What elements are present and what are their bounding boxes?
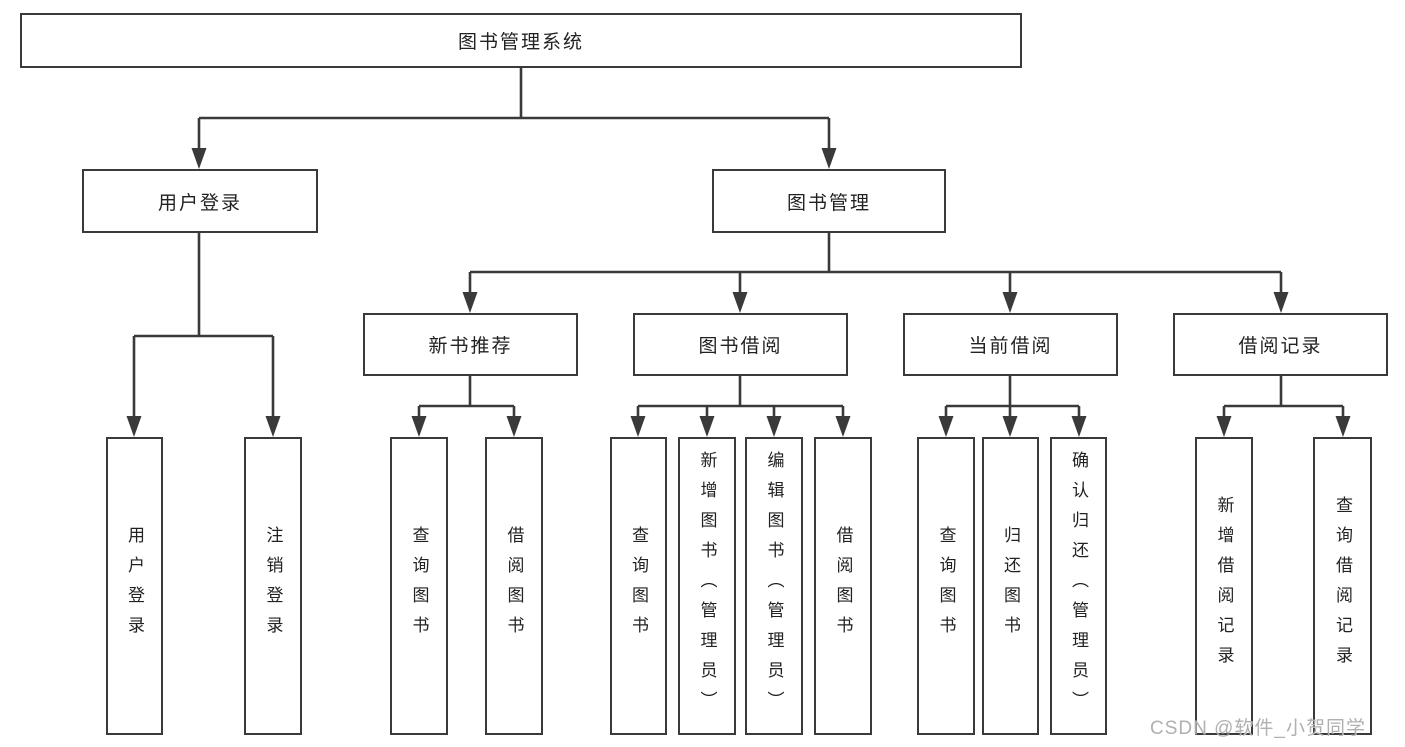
node-leaf-query-books-1: 查询图书 (390, 437, 448, 735)
node-new-book-recommend: 新书推荐 (363, 313, 578, 376)
node-leaf-query-books-3: 查询图书 (917, 437, 975, 735)
watermark: CSDN @软件_小贺同学 (1150, 718, 1366, 739)
node-leaf-add-book-admin: 新增图书（管理员） (678, 437, 736, 735)
node-book-management: 图书管理 (712, 169, 946, 233)
node-current-borrowing-label: 当前借阅 (968, 336, 1053, 357)
node-leaf-query-books-2: 查询图书 (610, 437, 667, 735)
node-current-borrowing: 当前借阅 (903, 313, 1118, 376)
node-user-login-label: 用户登录 (157, 192, 242, 214)
node-borrowing-records-label: 借阅记录 (1238, 336, 1323, 357)
node-leaf-return-book: 归还图书 (982, 437, 1039, 735)
node-book-borrowing: 图书借阅 (633, 313, 848, 376)
node-leaf-logout: 注销登录 (244, 437, 302, 735)
node-root: 图书管理系统 (20, 13, 1022, 68)
node-leaf-borrow-books-2: 借阅图书 (814, 437, 872, 735)
node-user-login: 用户登录 (82, 169, 318, 233)
node-leaf-query-borrow-record: 查询借阅记录 (1313, 437, 1372, 735)
node-leaf-borrow-books-1: 借阅图书 (485, 437, 543, 735)
node-leaf-add-borrow-record: 新增借阅记录 (1195, 437, 1253, 735)
node-leaf-user-login: 用户登录 (106, 437, 163, 735)
node-root-label: 图书管理系统 (457, 32, 584, 53)
node-leaf-edit-book-admin: 编辑图书（管理员） (745, 437, 803, 735)
node-new-book-recommend-label: 新书推荐 (428, 336, 513, 357)
node-leaf-confirm-return-admin: 确认归还（管理员） (1050, 437, 1107, 735)
node-book-borrowing-label: 图书借阅 (698, 336, 783, 357)
node-book-management-label: 图书管理 (786, 192, 871, 214)
arrowheads (126, 148, 1351, 437)
node-borrowing-records: 借阅记录 (1173, 313, 1388, 376)
